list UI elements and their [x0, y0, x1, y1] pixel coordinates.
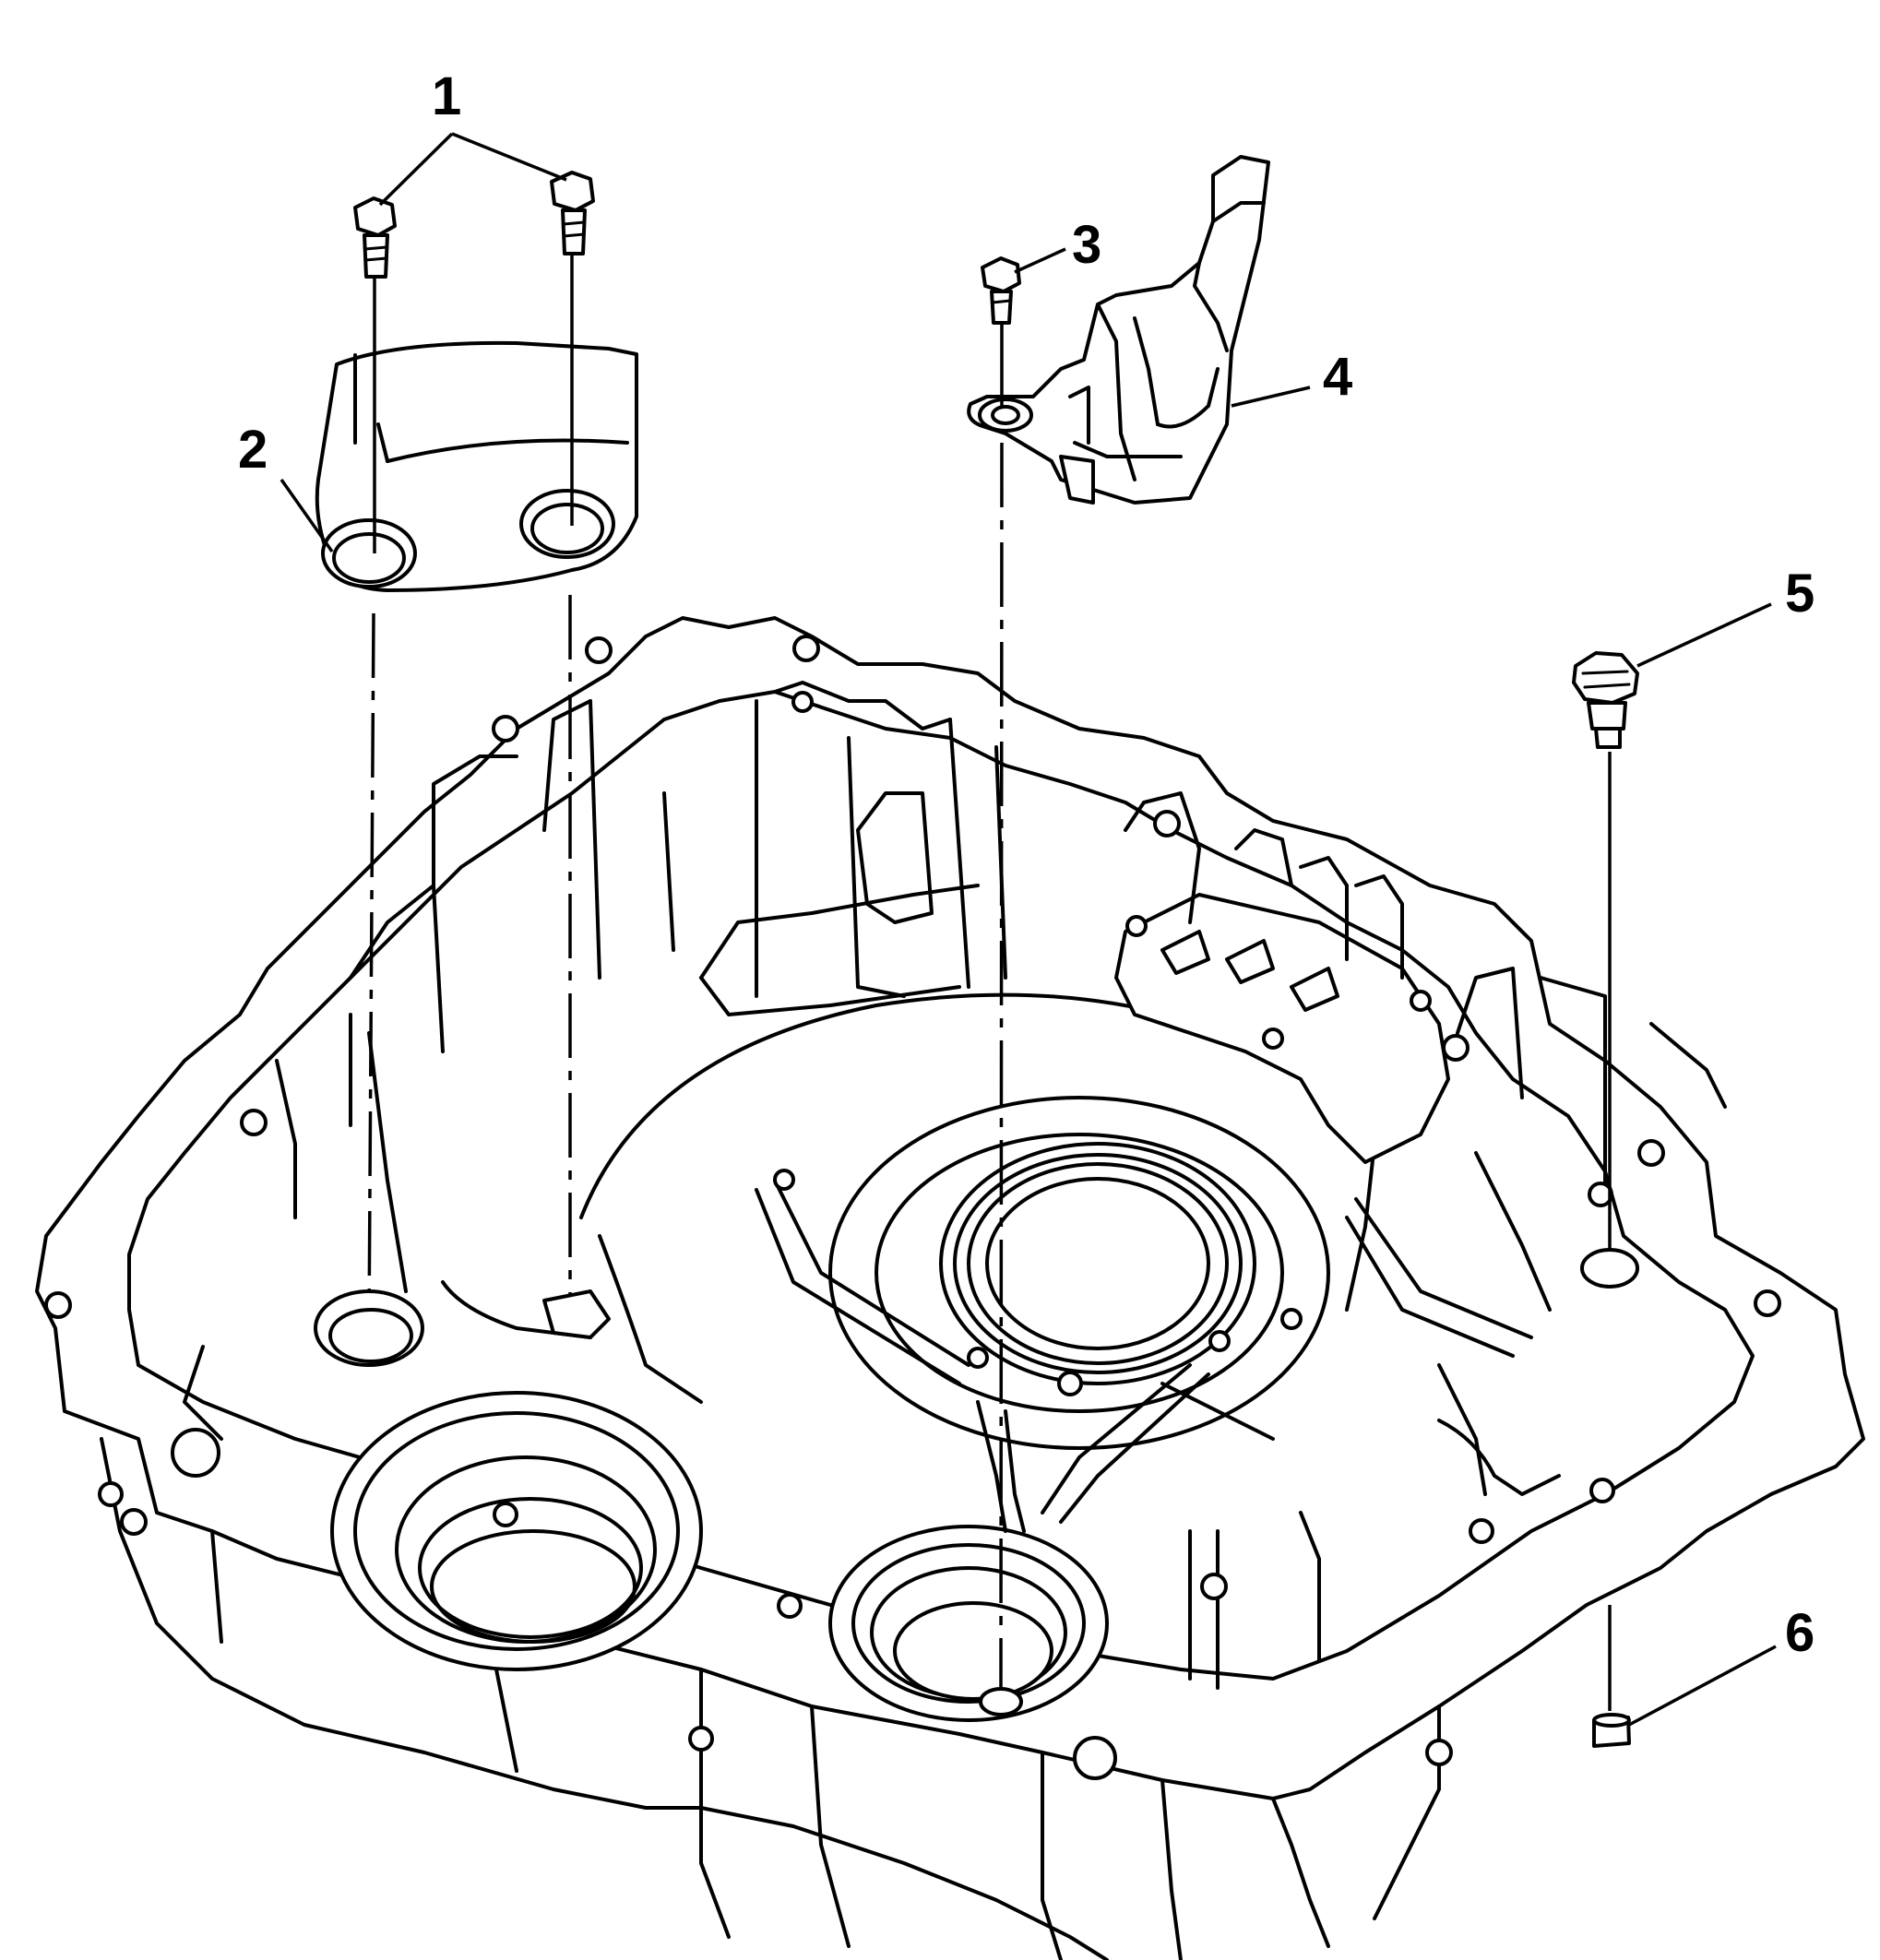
- callout-6: 6: [1785, 1603, 1815, 1663]
- callout-leaders: [280, 132, 1777, 1727]
- callout-3: 3: [1072, 215, 1101, 275]
- callout-4: 4: [1323, 347, 1352, 407]
- callout-labels: 1 2 3 4 5 6: [238, 66, 1815, 1663]
- plug-6: [1592, 1713, 1631, 1748]
- bolt-1-left: [353, 196, 397, 279]
- bracket-part: [967, 155, 1270, 505]
- callout-1: 1: [432, 66, 461, 126]
- sensor-5: [1572, 651, 1639, 749]
- transmission-case: [35, 616, 1865, 1960]
- cover-plate-part: [315, 340, 638, 592]
- callout-2: 2: [238, 420, 268, 480]
- bolt-3: [981, 256, 1021, 325]
- case-bolt-holes: [44, 635, 1781, 1780]
- bolt-1-right: [550, 171, 595, 255]
- callout-5: 5: [1785, 564, 1815, 624]
- fastener-bosses: [314, 1248, 1639, 1716]
- assembly-lines: [367, 254, 1612, 1711]
